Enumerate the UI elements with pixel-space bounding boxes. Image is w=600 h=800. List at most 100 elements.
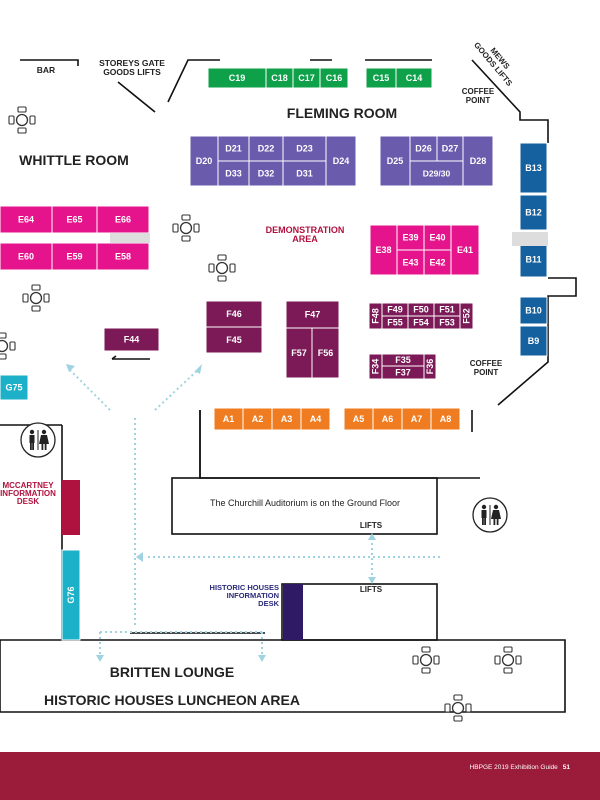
- historic-info-line2: INFORMATION: [227, 591, 279, 600]
- stand-c16[interactable]: [319, 67, 349, 89]
- stand-label-a5: A5: [353, 414, 365, 424]
- stand-b12[interactable]: [519, 194, 548, 231]
- stand-e58[interactable]: [96, 242, 150, 271]
- stand-d22[interactable]: [248, 135, 284, 162]
- stand-e38[interactable]: [369, 224, 398, 276]
- stand-e43[interactable]: [396, 249, 425, 276]
- historic-houses-desk: [283, 584, 303, 640]
- stand-d20[interactable]: [189, 135, 219, 187]
- stand-g76[interactable]: [61, 549, 81, 641]
- stand-label-e39: E39: [402, 233, 418, 243]
- stand-label-a8: A8: [440, 414, 452, 424]
- mccartney-line3: DESK: [17, 497, 39, 506]
- stand-label-f48: F48: [371, 308, 381, 324]
- stand-a4[interactable]: [300, 407, 331, 431]
- stand-d33[interactable]: [217, 160, 250, 187]
- toilet-icon-right: [472, 497, 508, 533]
- storeys-gate-line1: STOREYS GATE: [99, 58, 165, 68]
- wall-block: [110, 233, 150, 243]
- stand-label-d32: D32: [258, 169, 275, 179]
- stand-e40[interactable]: [423, 224, 452, 251]
- stand-f46[interactable]: [205, 300, 263, 328]
- walkway-arrows: [66, 364, 376, 662]
- stand-label-g75: G75: [5, 383, 22, 393]
- stand-label-e43: E43: [402, 258, 418, 268]
- britten-lounge-label: BRITTEN LOUNGE: [110, 664, 234, 680]
- stand-label-d20: D20: [196, 156, 213, 166]
- stand-f36[interactable]: [423, 353, 437, 380]
- demonstration-line1: DEMONSTRATION: [266, 225, 345, 235]
- stand-label-e41: E41: [457, 245, 473, 255]
- guide-title: HBPGE 2019 Exhibition Guide: [469, 764, 558, 771]
- historic-info-line3: DESK: [258, 599, 279, 608]
- mccartney-line2: INFORMATION: [0, 489, 56, 498]
- stand-label-f49: F49: [387, 305, 403, 315]
- stand-label-f55: F55: [387, 318, 403, 328]
- stand-d25[interactable]: [379, 135, 411, 187]
- stand-b13[interactable]: [519, 142, 548, 194]
- stand-f57[interactable]: [285, 327, 313, 379]
- stand-c14[interactable]: [395, 67, 433, 89]
- stand-e42[interactable]: [423, 249, 452, 276]
- stand-g75[interactable]: [0, 374, 29, 401]
- stand-label-d2930: D29/30: [423, 169, 451, 179]
- stand-d32[interactable]: [248, 160, 284, 187]
- stand-f44[interactable]: [103, 327, 160, 352]
- stand-label-d31: D31: [296, 169, 313, 179]
- toilet-icon-left: [20, 422, 56, 458]
- stand-label-f34: F34: [371, 359, 381, 375]
- stand-d21[interactable]: [217, 135, 250, 162]
- stand-label-e59: E59: [66, 252, 82, 262]
- stand-f45[interactable]: [205, 326, 263, 354]
- stand-e60[interactable]: [0, 242, 53, 271]
- coffee-point-right-line1: COFFEE: [470, 359, 503, 368]
- stand-f56[interactable]: [311, 327, 340, 379]
- stand-label-a6: A6: [382, 414, 394, 424]
- stand-f47[interactable]: [285, 300, 340, 329]
- stand-label-f50: F50: [413, 305, 429, 315]
- stand-d24[interactable]: [325, 135, 357, 187]
- stand-label-f47: F47: [305, 310, 321, 320]
- stand-label-f51: F51: [439, 305, 455, 315]
- mccartney-line1: MCCARTNEY: [2, 481, 54, 490]
- stand-a8[interactable]: [430, 407, 461, 431]
- stand-e39[interactable]: [396, 224, 425, 251]
- demonstration-line2: AREA: [292, 234, 318, 244]
- stand-label-e64: E64: [18, 215, 34, 225]
- stand-label-c18: C18: [271, 73, 288, 83]
- stand-e65[interactable]: [51, 205, 98, 234]
- walls: [0, 59, 577, 713]
- stand-label-d28: D28: [470, 156, 487, 166]
- stand-label-c16: C16: [326, 73, 343, 83]
- stand-label-g76: G76: [66, 586, 76, 603]
- stand-label-a2: A2: [252, 414, 264, 424]
- stand-label-c14: C14: [406, 73, 423, 83]
- stand-label-a7: A7: [411, 414, 423, 424]
- stand-label-a4: A4: [310, 414, 322, 424]
- stand-label-b9: B9: [528, 336, 540, 346]
- stand-e41[interactable]: [450, 224, 480, 276]
- stand-label-b11: B11: [525, 255, 541, 265]
- stand-label-d27: D27: [442, 144, 459, 154]
- mccartney-desk: [62, 480, 80, 535]
- stand-d28[interactable]: [462, 135, 494, 187]
- stand-label-d23: D23: [296, 144, 313, 154]
- stand-label-d33: D33: [225, 169, 242, 179]
- stand-b11[interactable]: [519, 241, 548, 278]
- stand-label-f46: F46: [226, 309, 242, 319]
- coffee-point-top-line2: POINT: [466, 96, 491, 105]
- stand-label-a3: A3: [281, 414, 293, 424]
- stand-b10[interactable]: [519, 296, 548, 325]
- stand-label-e58: E58: [115, 252, 131, 262]
- stand-b9[interactable]: [519, 325, 548, 357]
- stand-label-d26: D26: [415, 144, 432, 154]
- stand-label-f45: F45: [226, 335, 242, 345]
- stand-f53[interactable]: [433, 315, 461, 330]
- whittle-room-label: WHITTLE ROOM: [19, 152, 129, 168]
- stand-label-e38: E38: [375, 245, 391, 255]
- stand-label-d22: D22: [258, 144, 275, 154]
- stand-label-d25: D25: [387, 156, 404, 166]
- stand-d31[interactable]: [282, 160, 327, 187]
- stand-label-f57: F57: [291, 348, 307, 358]
